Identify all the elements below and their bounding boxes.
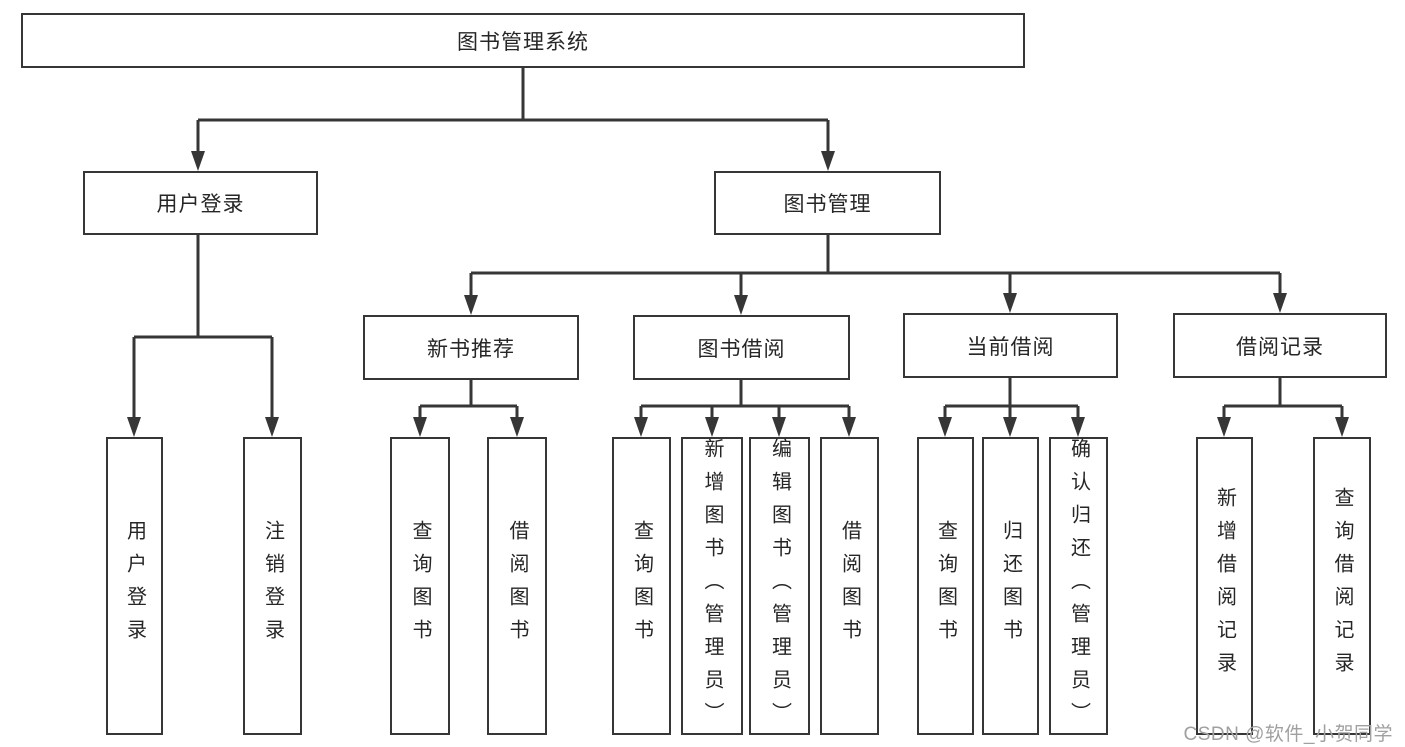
arrowhead-icon	[772, 417, 786, 437]
node-label-user-login: 用户登录	[156, 193, 245, 216]
node-label-current-borrow: 当前借阅	[966, 335, 1055, 359]
node-book-mgmt: 图书管理	[714, 171, 941, 235]
arrowhead-icon	[1273, 293, 1287, 313]
node-leaf-rec-query: 查询图书	[390, 437, 450, 735]
connector-user-login-split	[127, 235, 279, 437]
node-leaf-bb-query: 查询图书	[612, 437, 671, 735]
node-book-borrow: 图书借阅	[633, 315, 850, 380]
node-leaf-br-add: 新增借阅记录	[1196, 437, 1253, 735]
arrowhead-icon	[464, 295, 478, 315]
node-label-leaf-cb-confirm: 确认归还（管理员）	[1067, 437, 1090, 735]
node-current-borrow: 当前借阅	[903, 313, 1118, 378]
connector-book-mgmt-split	[464, 235, 1287, 315]
arrowhead-icon	[510, 417, 524, 437]
connector-borrow-records-split	[1217, 378, 1349, 437]
arrowhead-icon	[413, 417, 427, 437]
node-label-leaf-br-add: 新增借阅记录	[1213, 487, 1236, 685]
node-leaf-logout: 注销登录	[243, 437, 302, 735]
node-label-leaf-bb-query: 查询图书	[630, 520, 653, 652]
node-label-root: 图书管理系统	[457, 30, 589, 54]
connector-root-split	[191, 68, 835, 171]
node-label-new-book-rec: 新书推荐	[427, 337, 515, 361]
connector-new-book-rec-split	[413, 380, 524, 437]
node-label-leaf-bb-edit: 编辑图书（管理员）	[768, 437, 791, 735]
arrowhead-icon	[705, 417, 719, 437]
arrowhead-icon	[265, 417, 279, 437]
node-label-leaf-user-login: 用户登录	[123, 520, 146, 652]
node-label-leaf-cb-return: 归还图书	[999, 520, 1022, 652]
node-label-leaf-rec-borrow: 借阅图书	[506, 520, 528, 652]
node-leaf-cb-query: 查询图书	[917, 437, 974, 735]
connector-book-borrow-split	[634, 380, 856, 437]
node-new-book-rec: 新书推荐	[363, 315, 579, 380]
node-root: 图书管理系统	[21, 13, 1025, 68]
node-label-leaf-rec-query: 查询图书	[409, 520, 431, 652]
arrowhead-icon	[191, 151, 205, 171]
node-borrow-records: 借阅记录	[1173, 313, 1387, 378]
node-label-leaf-logout: 注销登录	[261, 520, 284, 652]
node-leaf-bb-borrow: 借阅图书	[820, 437, 879, 735]
arrowhead-icon	[1071, 417, 1085, 437]
node-label-leaf-br-query: 查询借阅记录	[1331, 487, 1353, 685]
arrowhead-icon	[1217, 417, 1231, 437]
node-user-login: 用户登录	[83, 171, 318, 235]
node-label-borrow-records: 借阅记录	[1236, 335, 1324, 359]
watermark: CSDN @软件_小贺同学	[1183, 724, 1393, 745]
arrowhead-icon	[127, 417, 141, 437]
node-label-book-mgmt: 图书管理	[783, 193, 872, 216]
node-leaf-cb-confirm: 确认归还（管理员）	[1049, 437, 1108, 735]
node-leaf-user-login: 用户登录	[106, 437, 163, 735]
node-label-leaf-bb-borrow: 借阅图书	[838, 520, 861, 652]
node-leaf-bb-edit: 编辑图书（管理员）	[749, 437, 810, 735]
arrowhead-icon	[938, 417, 952, 437]
node-label-leaf-bb-add: 新增图书（管理员）	[701, 437, 723, 735]
node-leaf-rec-borrow: 借阅图书	[487, 437, 547, 735]
connector-current-borrow-split	[938, 378, 1085, 437]
node-leaf-cb-return: 归还图书	[982, 437, 1039, 735]
arrowhead-icon	[1003, 417, 1017, 437]
arrowhead-icon	[1003, 293, 1017, 313]
node-leaf-br-query: 查询借阅记录	[1313, 437, 1371, 735]
arrowhead-icon	[634, 417, 648, 437]
arrowhead-icon	[1335, 417, 1349, 437]
node-label-book-borrow: 图书借阅	[697, 337, 786, 361]
arrowhead-icon	[842, 417, 856, 437]
node-leaf-bb-add: 新增图书（管理员）	[681, 437, 743, 735]
arrowhead-icon	[821, 151, 835, 171]
node-label-leaf-cb-query: 查询图书	[934, 520, 957, 652]
arrowhead-icon	[734, 295, 748, 315]
